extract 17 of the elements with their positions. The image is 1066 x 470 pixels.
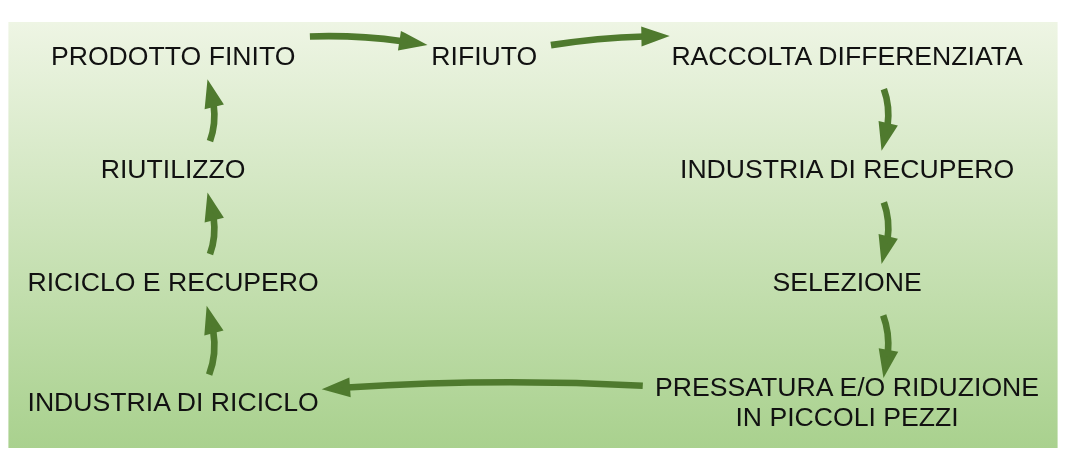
node-text: RIFIUTO xyxy=(431,40,538,71)
node-text: RICICLO E RECUPERO xyxy=(27,267,319,298)
node-text: SELEZIONE xyxy=(772,267,922,298)
arrow xyxy=(878,314,899,378)
node-text: RIUTILIZZO xyxy=(100,154,246,185)
arrow xyxy=(878,201,898,265)
node-text: INDUSTRIA DI RECUPERO xyxy=(680,154,1015,185)
arrow xyxy=(204,305,224,376)
node-text: PRESSATURA E/O RIDUZIONE IN PICCOLI PEZZI xyxy=(655,372,1040,433)
arrow xyxy=(550,26,670,49)
node-text: INDUSTRIA DI RICICLO xyxy=(27,387,319,418)
arrow xyxy=(309,30,428,51)
node-text: PRODOTTO FINITO xyxy=(50,40,296,71)
arrow xyxy=(204,79,224,143)
arrow xyxy=(204,192,224,256)
node-text: RACCOLTA DIFFERENZIATA xyxy=(671,40,1023,71)
arrow xyxy=(878,88,898,151)
